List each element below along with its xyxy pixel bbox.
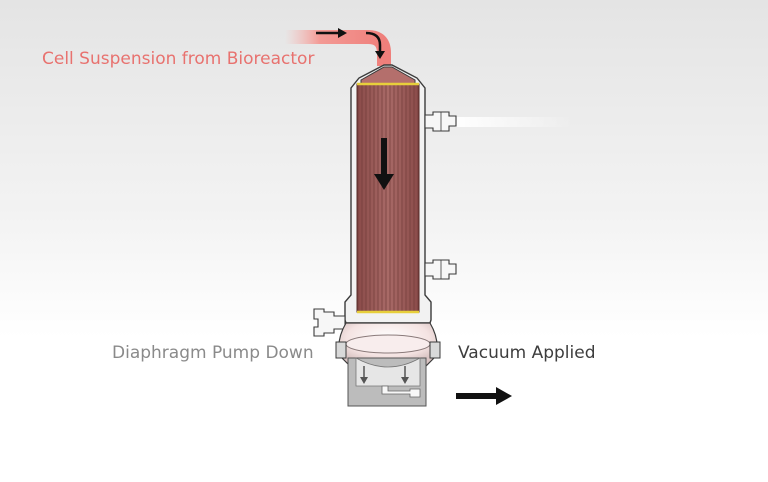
arrow-right-icon <box>316 28 347 38</box>
outlet-tube <box>381 385 421 398</box>
arrow-down-icon <box>374 138 394 190</box>
flange-left <box>335 341 347 359</box>
diaphragm <box>345 334 431 354</box>
valve-port <box>313 308 346 337</box>
flange-right <box>429 341 441 359</box>
upper-shell-port <box>424 111 457 132</box>
lower-shell-port <box>424 259 457 280</box>
pump-label: Diaphragm Pump Down <box>112 343 314 363</box>
arrow-down-icon <box>360 366 368 384</box>
arrow-right-icon <box>456 387 512 405</box>
arrow-down-curved-icon <box>365 31 385 59</box>
vacuum-label: Vacuum Applied <box>458 343 596 363</box>
top-dome <box>360 66 416 85</box>
arrow-down-icon <box>401 366 409 384</box>
inlet-label: Cell Suspension from Bioreactor <box>42 49 315 69</box>
permeate-glow <box>455 117 573 127</box>
fiber-lines <box>357 84 419 312</box>
